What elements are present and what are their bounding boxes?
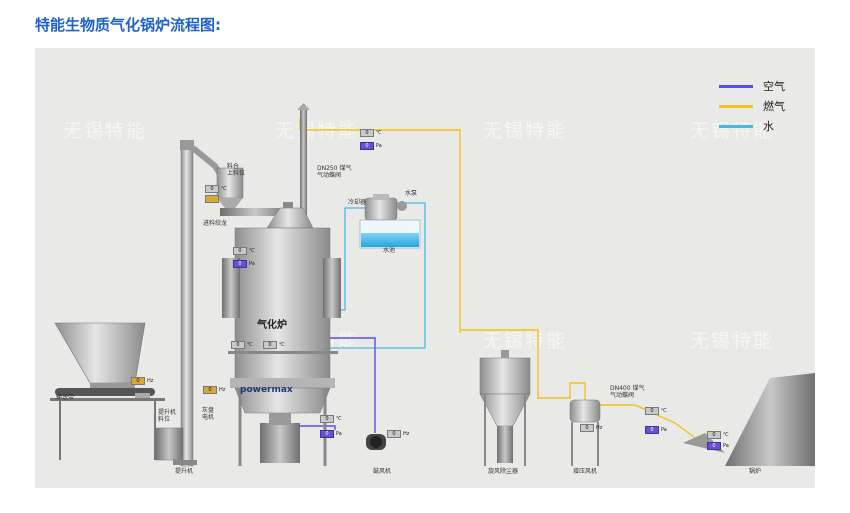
temp-value: 0 — [205, 185, 219, 193]
legend-label: 水 — [763, 120, 774, 133]
temp-value: 0 — [645, 407, 659, 415]
pressure-value: 0 — [707, 442, 721, 450]
label-cooler: 冷却器 — [348, 199, 367, 206]
watermark: 无锡特能 — [690, 330, 775, 352]
cooler-tank — [359, 194, 421, 249]
brand-logo-text: powermax — [240, 385, 293, 395]
label-pump: 水泵 — [405, 190, 418, 197]
legend-item-gas: 燃气 — [719, 96, 785, 116]
label-elevator: 提升机 — [175, 468, 194, 475]
hz-value: 0 — [580, 424, 594, 432]
temp-value: 0 — [233, 247, 247, 255]
pressure-value: 0 — [645, 426, 659, 434]
label-ash-motor: 灰盘 电机 — [202, 407, 215, 421]
pressure-gauge: 0 Pa — [360, 141, 382, 151]
equipment-drawing — [50, 103, 815, 467]
hz-value: 0 — [131, 377, 145, 385]
legend-label: 燃气 — [763, 100, 785, 113]
temp-unit: ℃ — [247, 342, 253, 348]
cyclone-separator — [479, 350, 531, 466]
gasifier-vessel — [222, 207, 341, 466]
bucket-elevator — [154, 140, 223, 467]
temp-gauge: 0 ℃ — [263, 340, 285, 350]
pressure-gauge: 0 Pa — [320, 429, 342, 439]
temp-unit: ℃ — [661, 408, 667, 414]
pressure-gauge: 0 Pa — [233, 259, 255, 269]
legend-swatch — [719, 104, 753, 108]
temp-gauge: 0 ℃ — [707, 430, 729, 440]
legend-item-water: 水 — [719, 116, 785, 136]
temp-unit: ℃ — [723, 432, 729, 438]
watermark: 无锡特能 — [483, 120, 568, 142]
boiler — [683, 373, 815, 466]
hz-unit: Hz — [147, 378, 154, 384]
status-indicator — [205, 195, 219, 203]
watermark: 无锡特能 — [483, 330, 568, 352]
temp-unit: ℃ — [249, 248, 255, 254]
legend-swatch — [719, 84, 753, 88]
pressure-unit: Pa — [249, 261, 255, 267]
temp-unit: ℃ — [336, 416, 342, 422]
temp-value: 0 — [320, 415, 334, 423]
hz-unit: Hz — [596, 425, 603, 431]
temp-gauge: 0 ℃ — [360, 128, 382, 138]
label-gasifier: 气化炉 — [257, 320, 287, 331]
pressure-gauge: 0 Pa — [645, 425, 667, 435]
pressure-unit: Pa — [376, 143, 382, 149]
temp-gauge: 0 ℃ — [205, 184, 227, 194]
exhaust-stack — [297, 103, 310, 218]
pressure-value: 0 — [320, 430, 334, 438]
hz-gauge: 0 Hz — [387, 429, 409, 439]
process-diagram: 无锡特能 无锡特能 无锡特能 无锡特能 无锡特能 无锡特能 无锡特能 无锡特能 — [35, 48, 815, 488]
label-valve-dn400: DN400 煤气 气动蝶阀 — [610, 385, 645, 399]
hz-gauge: 0 Hz — [203, 385, 225, 395]
pressure-unit: Pa — [336, 431, 342, 437]
hz-value: 0 — [387, 430, 401, 438]
hz-unit: Hz — [219, 387, 226, 393]
watermark: 无锡特能 — [63, 120, 148, 142]
temp-value: 0 — [231, 341, 245, 349]
label-valve-dn250: DN250 煤气 气动蝶阀 — [317, 165, 352, 179]
legend-item-air: 空气 — [719, 76, 785, 96]
temp-unit: ℃ — [221, 186, 227, 192]
legend-label: 空气 — [763, 80, 785, 93]
pressure-gauge: 0 Pa — [707, 441, 729, 451]
legend: 空气 燃气 水 — [719, 76, 785, 136]
temp-gauge: 0 ℃ — [233, 246, 255, 256]
hz-unit: Hz — [403, 431, 410, 437]
hz-gauge: 0 Hz — [580, 423, 602, 433]
label-elevator-level: 提升机 料位 — [158, 409, 177, 423]
watermark: 无锡特能 — [275, 120, 360, 142]
blower — [366, 434, 386, 450]
temp-value: 0 — [707, 431, 721, 439]
temp-gauge: 0 ℃ — [320, 414, 342, 424]
label-water-tank: 水池 — [383, 247, 396, 254]
temp-value: 0 — [263, 341, 277, 349]
temp-unit: ℃ — [376, 130, 382, 136]
label-cyclone: 旋风除尘器 — [488, 468, 519, 475]
temp-unit: ℃ — [279, 342, 285, 348]
temp-gauge: 0 ℃ — [645, 406, 667, 416]
pressure-value: 0 — [233, 260, 247, 268]
hz-gauge: 0 Hz — [131, 376, 153, 386]
pressure-unit: Pa — [661, 427, 667, 433]
temp-value: 0 — [360, 129, 374, 137]
label-conveyor: 输送带 — [56, 394, 75, 401]
status-gauge — [205, 194, 219, 204]
label-feed-screw: 进料绞龙 — [203, 220, 228, 227]
page-title: 特能生物质气化锅炉流程图: — [35, 16, 221, 34]
legend-swatch — [719, 124, 753, 128]
label-blower: 鼓风机 — [373, 468, 392, 475]
hz-value: 0 — [203, 386, 217, 394]
label-booster-fan: 增压风机 — [573, 468, 598, 475]
label-bin-level: 料仓 上料位 — [227, 163, 246, 177]
label-boiler: 锅炉 — [749, 468, 762, 475]
temp-gauge: 0 ℃ — [231, 340, 253, 350]
pressure-value: 0 — [360, 142, 374, 150]
pressure-unit: Pa — [723, 443, 729, 449]
booster-fan — [569, 399, 601, 466]
